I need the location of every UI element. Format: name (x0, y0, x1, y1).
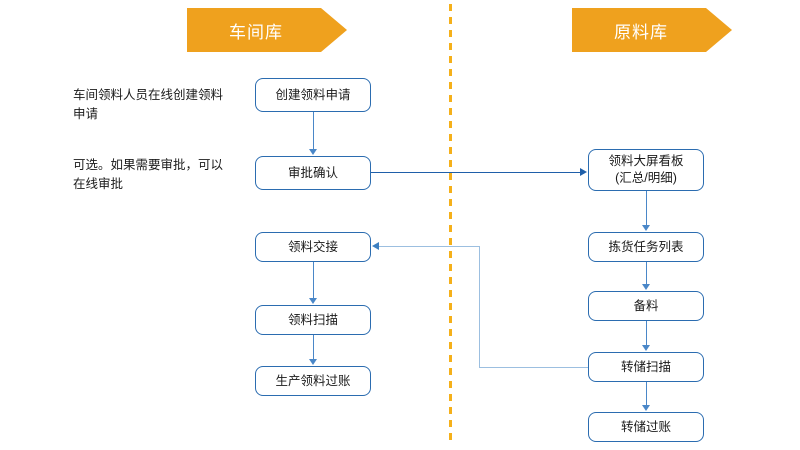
connector-approve-to-dashboard (371, 172, 581, 173)
node-prepare-material[interactable]: 备料 (588, 291, 704, 321)
node-create-request[interactable]: 创建领料申请 (255, 78, 371, 112)
arrowhead-return-to-handover (372, 242, 379, 250)
connector-dashboard-to-picklist (646, 191, 647, 225)
arrowhead-scan-to-posting (309, 359, 317, 365)
arrowhead-prepare-to-transferscan (642, 345, 650, 351)
node-label-transfer-posting: 转储过账 (620, 419, 671, 434)
lane-banner-workshop-store: 车间库 (187, 8, 347, 52)
swimlane-divider (449, 4, 452, 446)
arrowhead-picklist-to-prepare (642, 284, 650, 290)
connector-prepare-to-transferscan (646, 321, 647, 346)
connector-transferscan-return-vertical (479, 246, 480, 368)
connector-transferscan-return-horizontal-lower (479, 367, 588, 368)
arrowhead-create-to-approve (309, 149, 317, 155)
node-dashboard[interactable]: 领料大屏看板 (汇总/明细) (588, 149, 704, 191)
node-transfer-posting[interactable]: 转储过账 (588, 412, 704, 442)
node-approve-confirm[interactable]: 审批确认 (255, 156, 371, 190)
node-material-handover[interactable]: 领料交接 (255, 232, 371, 262)
arrowhead-approve-to-dashboard (580, 168, 587, 176)
node-label-dashboard: 领料大屏看板 (汇总/明细) (608, 154, 684, 185)
arrowhead-transferscan-to-transferposting (642, 405, 650, 411)
connector-handover-to-scan (313, 262, 314, 299)
lane-label-workshop-store: 车间库 (229, 22, 283, 42)
lane-banner-material-store: 原料库 (572, 8, 732, 52)
connector-scan-to-posting (313, 335, 314, 360)
annotation-create-request: 车间领料人员在线创建领料申请 (73, 88, 224, 121)
connector-create-to-approve (313, 112, 314, 150)
connector-picklist-to-prepare (646, 262, 647, 285)
annotation-approval: 可选。如果需要审批，可以在线审批 (73, 158, 224, 191)
node-label-material-handover: 领料交接 (287, 239, 338, 254)
node-material-scan[interactable]: 领料扫描 (255, 305, 371, 335)
node-transfer-scan[interactable]: 转储扫描 (588, 352, 704, 382)
node-label-prepare-material: 备料 (633, 298, 659, 313)
node-label-pick-task-list: 拣货任务列表 (608, 239, 684, 254)
node-label-production-posting: 生产领料过账 (275, 373, 351, 388)
node-pick-task-list[interactable]: 拣货任务列表 (588, 232, 704, 262)
node-production-posting[interactable]: 生产领料过账 (255, 366, 371, 396)
connector-transferscan-return-horizontal-upper (379, 246, 480, 247)
arrowhead-handover-to-scan (309, 298, 317, 304)
lane-label-material-store: 原料库 (614, 22, 668, 42)
node-label-transfer-scan: 转储扫描 (620, 359, 671, 374)
node-label-material-scan: 领料扫描 (287, 312, 338, 327)
node-label-create-request: 创建领料申请 (275, 87, 351, 102)
arrowhead-dashboard-to-picklist (642, 225, 650, 231)
connector-transferscan-to-transferposting (646, 382, 647, 406)
node-label-approve-confirm: 审批确认 (287, 165, 338, 180)
